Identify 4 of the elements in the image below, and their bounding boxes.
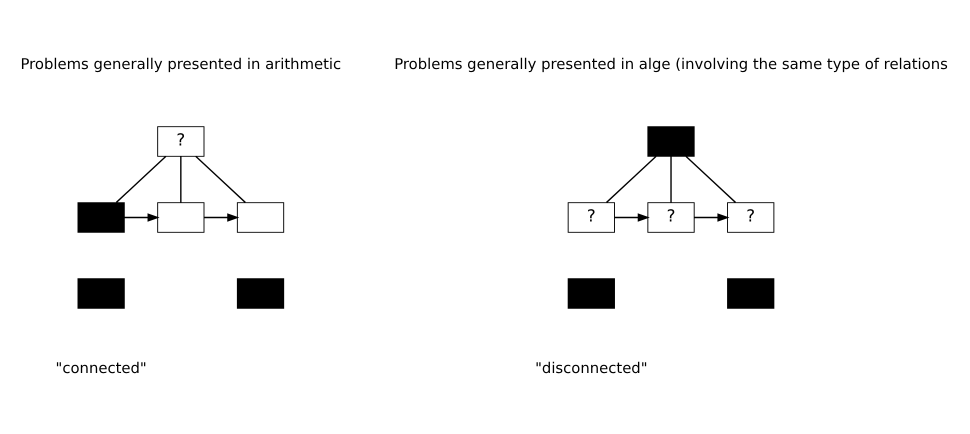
label: "disconnected" [535,359,648,376]
label: "connected" [56,359,147,376]
label: Problems generally presented in arithmetic [20,56,342,73]
label: Problems generally presented in alge (involving the same type of relations [394,56,948,73]
